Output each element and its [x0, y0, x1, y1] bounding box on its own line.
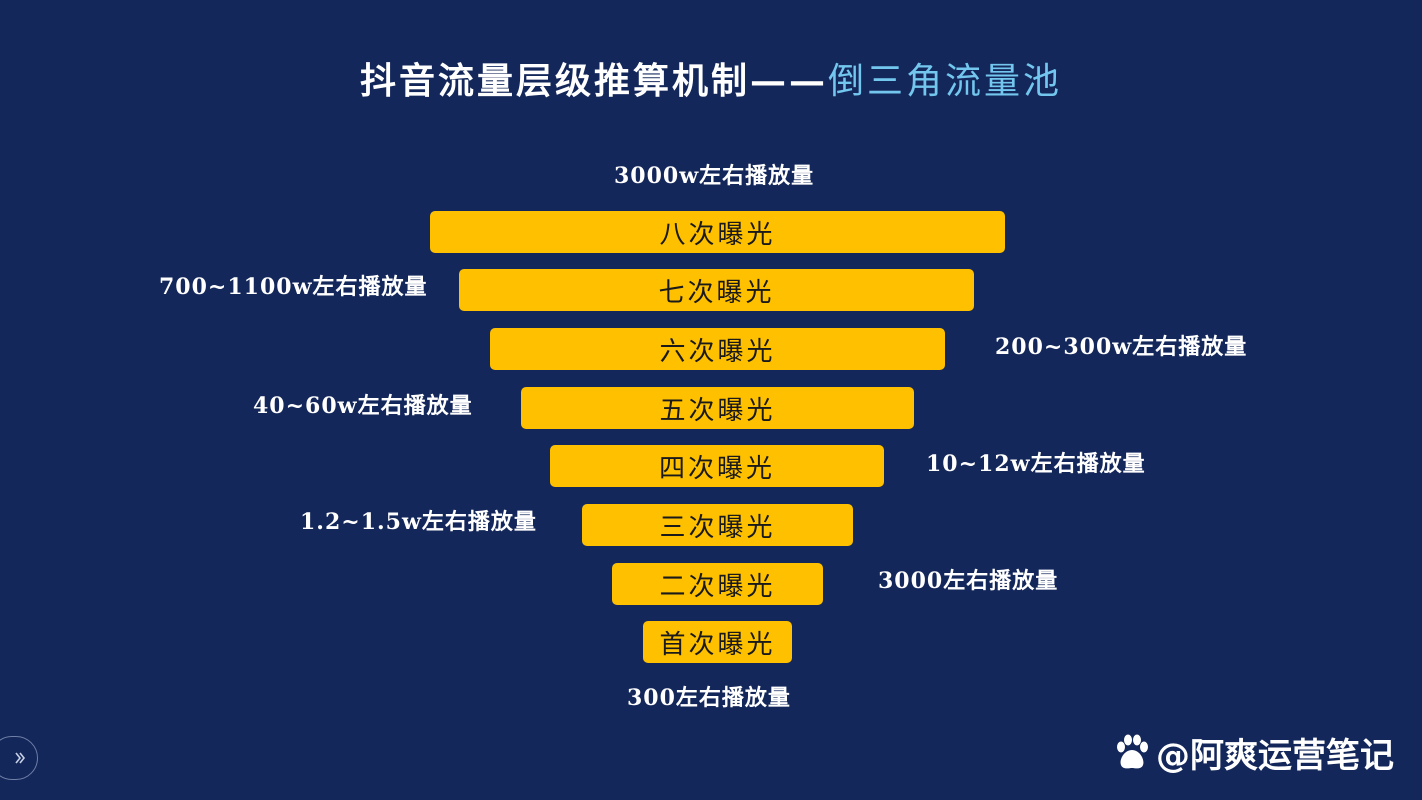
chevron-right-icon — [15, 752, 26, 764]
label-bottom: 300左右播放量 — [627, 685, 791, 711]
watermark: @阿爽运营笔记 — [1112, 728, 1394, 777]
funnel-bar-1: 首次曝光 — [643, 621, 792, 663]
label-level6: 200~300w左右播放量 — [995, 334, 1248, 360]
slide-nav-button[interactable] — [0, 736, 38, 780]
page-title: 抖音流量层级推算机制——倒三角流量池 — [0, 52, 1422, 104]
funnel-bar-2: 二次曝光 — [612, 563, 823, 605]
funnel-bar-4: 四次曝光 — [550, 445, 884, 487]
label-top: 3000w左右播放量 — [614, 163, 815, 189]
title-main: 抖音流量层级推算机制—— — [359, 60, 828, 102]
funnel-bar-7: 七次曝光 — [459, 269, 974, 311]
label-level5: 40~60w左右播放量 — [253, 393, 473, 419]
title-accent: 倒三角流量池 — [828, 61, 1063, 102]
funnel-bar-5: 五次曝光 — [521, 387, 914, 429]
paw-icon — [1117, 734, 1148, 768]
label-level3: 1.2~1.5w左右播放量 — [300, 509, 537, 535]
funnel-bar-8: 八次曝光 — [430, 211, 1005, 253]
label-level7: 700~1100w左右播放量 — [159, 274, 428, 300]
funnel-bar-3: 三次曝光 — [582, 504, 853, 546]
label-level2: 3000左右播放量 — [878, 568, 1059, 594]
label-level4: 10~12w左右播放量 — [926, 451, 1146, 477]
watermark-text: @阿爽运营笔记 — [1156, 736, 1394, 776]
funnel-bar-6: 六次曝光 — [490, 328, 945, 370]
